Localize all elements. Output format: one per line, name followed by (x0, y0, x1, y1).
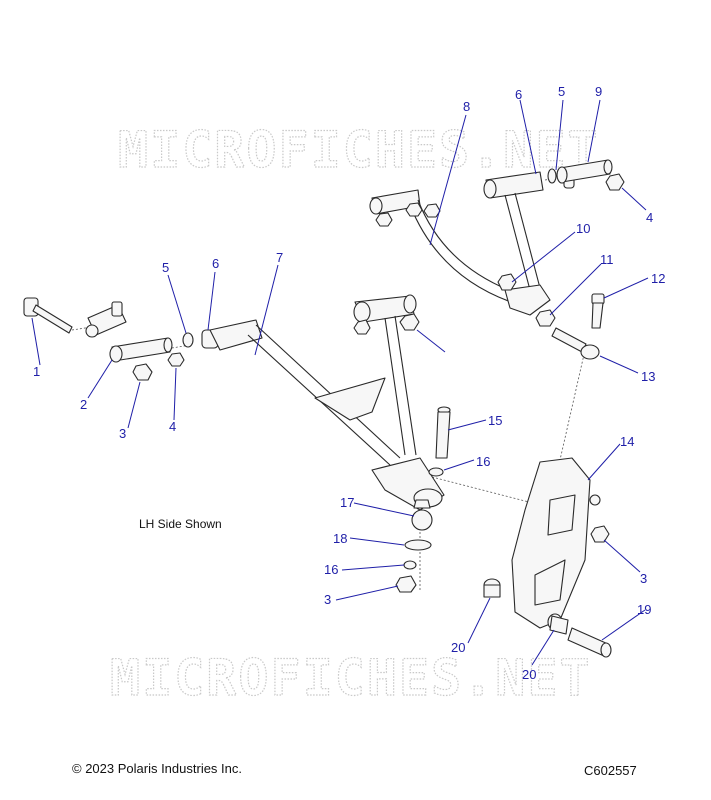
callout-3-knuckle: 3 (640, 571, 647, 586)
part-washer-16-top (428, 467, 444, 477)
part-nut-small-left (167, 352, 185, 367)
callout-19: 19 (637, 602, 651, 617)
part-sleeve-19 (567, 627, 612, 658)
callout-3: 3 (119, 426, 126, 441)
part-nut-lower-arm-2 (353, 319, 371, 335)
part-nut-11 (535, 309, 556, 327)
part-bolt-12 (591, 293, 605, 329)
callout-7: 7 (276, 250, 283, 265)
callout-18: 18 (333, 531, 347, 546)
part-snap-ring (404, 539, 432, 551)
callout-20-left: 20 (451, 640, 465, 655)
callout-5: 5 (162, 260, 169, 275)
callout-10: 10 (576, 221, 590, 236)
part-washer-left (182, 332, 194, 348)
part-nut-knuckle (590, 525, 610, 543)
watermark-top: MICROFICHES.NET (118, 121, 600, 179)
part-nut-upper-2 (405, 202, 423, 217)
part-nut-10 (497, 273, 517, 291)
part-bolt (23, 297, 73, 334)
part-washer-16-bottom (403, 560, 417, 570)
callout-8: 8 (463, 99, 470, 114)
part-nut-upper-1 (375, 212, 393, 227)
part-ball-joint (411, 499, 433, 531)
callout-17: 17 (340, 495, 354, 510)
callout-6-upper: 6 (515, 87, 522, 102)
leader-lines (31, 99, 649, 666)
part-shock-mount (85, 301, 127, 338)
callout-11: 11 (600, 252, 614, 267)
callout-labels: 1 2 3 4 5 6 7 8 9 4 5 6 10 11 12 13 14 1… (33, 84, 665, 682)
callout-14: 14 (620, 434, 634, 449)
side-note: LH Side Shown (139, 517, 222, 531)
copyright-text: © 2023 Polaris Industries Inc. (72, 761, 242, 776)
part-tie-rod-end (551, 327, 600, 360)
callout-4-upper: 4 (646, 210, 653, 225)
callout-5-upper: 5 (558, 84, 565, 99)
part-nut-upper-3 (423, 203, 441, 218)
part-nut-bottom (395, 575, 417, 593)
callout-13: 13 (641, 369, 655, 384)
part-bushing-20-right (547, 613, 569, 635)
figure-id: C602557 (584, 763, 637, 778)
callout-3-bottom: 3 (324, 592, 331, 607)
part-bushing-20-left (483, 578, 501, 598)
callout-15: 15 (488, 413, 502, 428)
part-pin-15 (435, 406, 451, 459)
part-nut-lower-arm (399, 313, 420, 331)
part-pivot-sleeve-upper (556, 159, 613, 184)
part-pivot-sleeve (109, 337, 173, 363)
callout-2: 2 (80, 397, 87, 412)
part-nut-left (132, 363, 153, 381)
part-upper-a-arm (369, 171, 551, 316)
watermark-bottom: MICROFICHES.NET (110, 649, 592, 707)
callout-1: 1 (33, 364, 40, 379)
callout-16-top: 16 (476, 454, 490, 469)
part-lower-a-arm (209, 294, 445, 511)
callout-16-bottom: 16 (324, 562, 338, 577)
part-washer-upper (547, 168, 557, 184)
callout-6: 6 (212, 256, 219, 271)
callout-4: 4 (169, 419, 176, 434)
callout-20-right: 20 (522, 667, 536, 682)
callout-12: 12 (651, 271, 665, 286)
part-nut-upper-4 (605, 173, 625, 191)
part-knuckle (511, 457, 601, 629)
callout-9: 9 (595, 84, 602, 99)
